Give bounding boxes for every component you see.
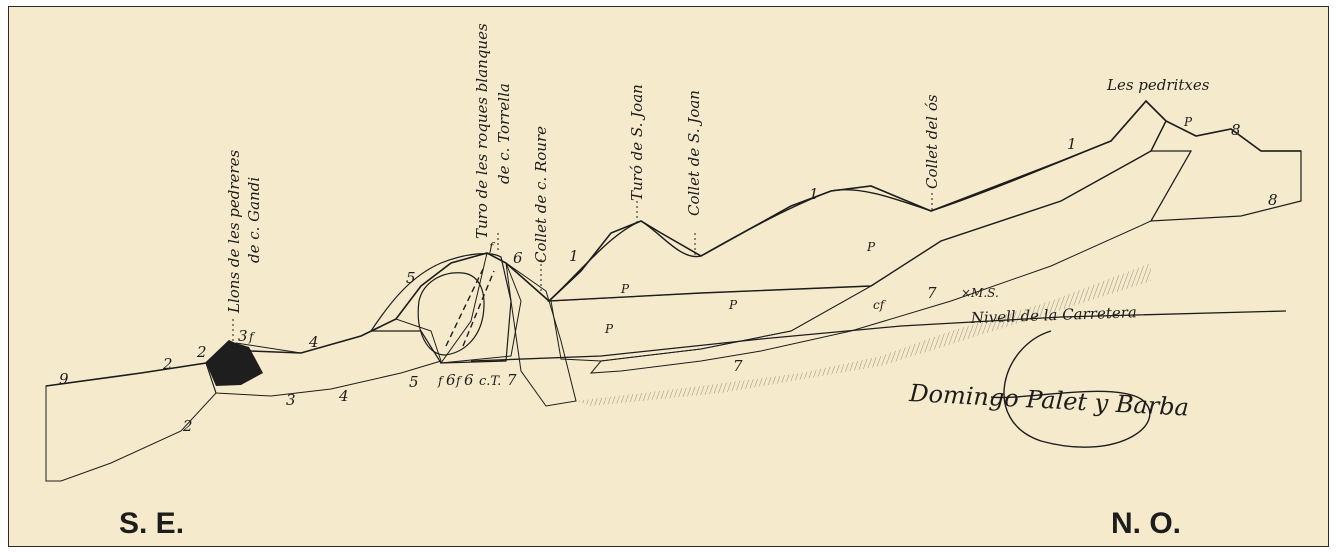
layer-number: 6 <box>446 371 456 389</box>
cross-section-drawing: Llons de les pedreres de c. Gandi Turo d… <box>9 7 1329 547</box>
layer-p-slab <box>551 286 871 361</box>
label-ms: ×M.S. <box>961 286 999 300</box>
fossil-mark: P <box>728 298 738 312</box>
layer-number: 7 <box>927 284 937 302</box>
direction-northwest: N. O. <box>1111 507 1181 540</box>
fossil-mark: P <box>604 322 614 336</box>
fossil-marks: f f f f P P P P P cf <box>248 115 1193 388</box>
fossil-mark: P <box>866 240 876 254</box>
layer-number: 2 <box>182 417 193 435</box>
layer-number: 6 <box>513 249 523 267</box>
layer-number: 8 <box>1268 191 1278 209</box>
layer-number: 1 <box>569 247 579 265</box>
layer-number: 7 <box>733 357 743 375</box>
fossil-mark: f <box>248 330 256 344</box>
layer-number: 8 <box>1231 121 1241 139</box>
fossil-mark: P <box>620 282 630 296</box>
label-turo-roques: Turo de les roques blanques de c. Torrel… <box>473 23 513 239</box>
carretera-level-line <box>471 311 1286 361</box>
label-llons-line1: Llons de les pedreres <box>225 150 243 314</box>
fossil-mark: cf <box>873 298 887 312</box>
layer-number: 2 <box>162 355 173 373</box>
label-collet-sjoan: Collet de S. Joan <box>685 90 703 216</box>
label-carretera: Nivell de la Carretera <box>970 303 1138 327</box>
layer-number: 5 <box>409 373 419 391</box>
layer-number: 3 <box>238 327 248 345</box>
layer-number: 9 <box>59 370 69 388</box>
direction-southeast: S. E. <box>119 507 184 540</box>
label-llons: Llons de les pedreres de c. Gandi <box>225 150 263 314</box>
label-pedritxes: Les pedritxes <box>1106 76 1210 94</box>
signature-text: Domingo Palet y Barba <box>908 379 1190 422</box>
layer-6-dark <box>441 253 521 363</box>
layer-number: 7 <box>507 371 517 389</box>
layer-number: 6 <box>464 371 474 389</box>
ct-dashed-line-a <box>446 269 483 346</box>
layer-7-slope <box>591 151 1191 373</box>
layer-number: 3 <box>286 391 296 409</box>
layer-number: 1 <box>1067 135 1077 153</box>
layer-number: 5 <box>406 269 416 287</box>
layer-7-lower <box>576 263 1151 406</box>
layer-number: 2 <box>196 343 207 361</box>
fossil-mark: f <box>437 374 445 388</box>
label-collet-roure: Collet de c. Roure <box>532 126 550 263</box>
label-ct: c.T. <box>479 374 501 389</box>
layer-number: 4 <box>308 333 319 351</box>
fossil-mark: P <box>1183 115 1193 129</box>
layer-number: 4 <box>338 387 349 405</box>
signature: Domingo Palet y Barba <box>908 331 1190 447</box>
geological-profile-sheet: Llons de les pedreres de c. Gandi Turo d… <box>8 6 1329 547</box>
label-turo-roques-line2: de c. Torrella <box>495 83 513 184</box>
layer-8-dotted <box>1151 121 1301 221</box>
label-llons-line2: de c. Gandi <box>245 177 263 263</box>
label-collet-os: Collet del ós <box>923 94 941 189</box>
label-turo-roques-line1: Turo de les roques blanques <box>473 23 491 239</box>
fossil-mark: f <box>488 240 496 254</box>
layer-3-knob <box>206 341 263 386</box>
fossil-mark: f <box>455 374 463 388</box>
layer-number: 1 <box>809 185 819 203</box>
label-turo-sjoan: Turó de S. Joan <box>628 84 646 201</box>
